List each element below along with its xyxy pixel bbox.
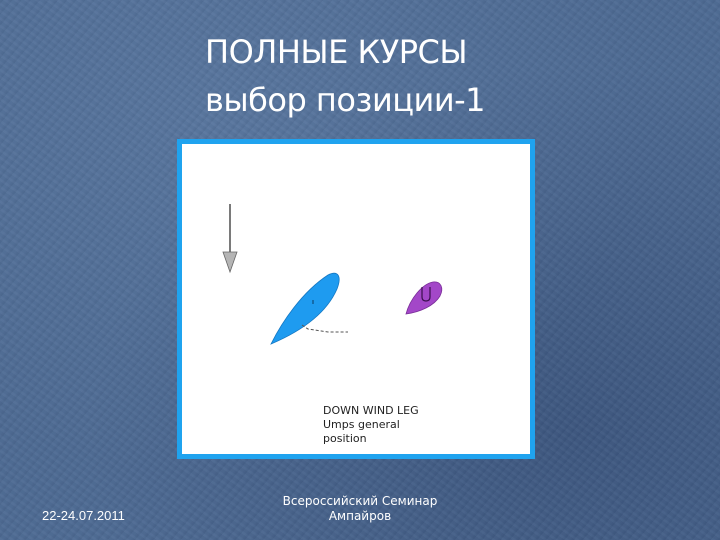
diagram-frame: DOWN WIND LEG Umps general position xyxy=(177,139,535,459)
caption-line-1: DOWN WIND LEG xyxy=(323,404,419,417)
umpire-boat-icon xyxy=(405,281,443,315)
diagram-caption: DOWN WIND LEG Umps general position xyxy=(323,404,463,446)
arrow-down-icon xyxy=(222,204,238,274)
footer-date: 22-24.07.2011 xyxy=(42,508,125,523)
caption-line-2: Umps general xyxy=(323,418,400,431)
footer-event-line-1: Всероссийский Семинар xyxy=(282,494,438,508)
slide-title: ПОЛНЫЕ КУРСЫ выбор позиции-1 xyxy=(205,28,705,124)
diagram-canvas xyxy=(222,204,443,345)
title-line-2: выбор позиции-1 xyxy=(205,81,486,119)
caption-line-3: position xyxy=(323,432,367,445)
footer-event-line-2: Ампайров xyxy=(328,509,392,523)
boat-icon xyxy=(270,272,348,345)
title-line-1: ПОЛНЫЕ КУРСЫ xyxy=(205,33,468,71)
footer-event: Всероссийский Семинар Ампайров xyxy=(270,494,450,524)
